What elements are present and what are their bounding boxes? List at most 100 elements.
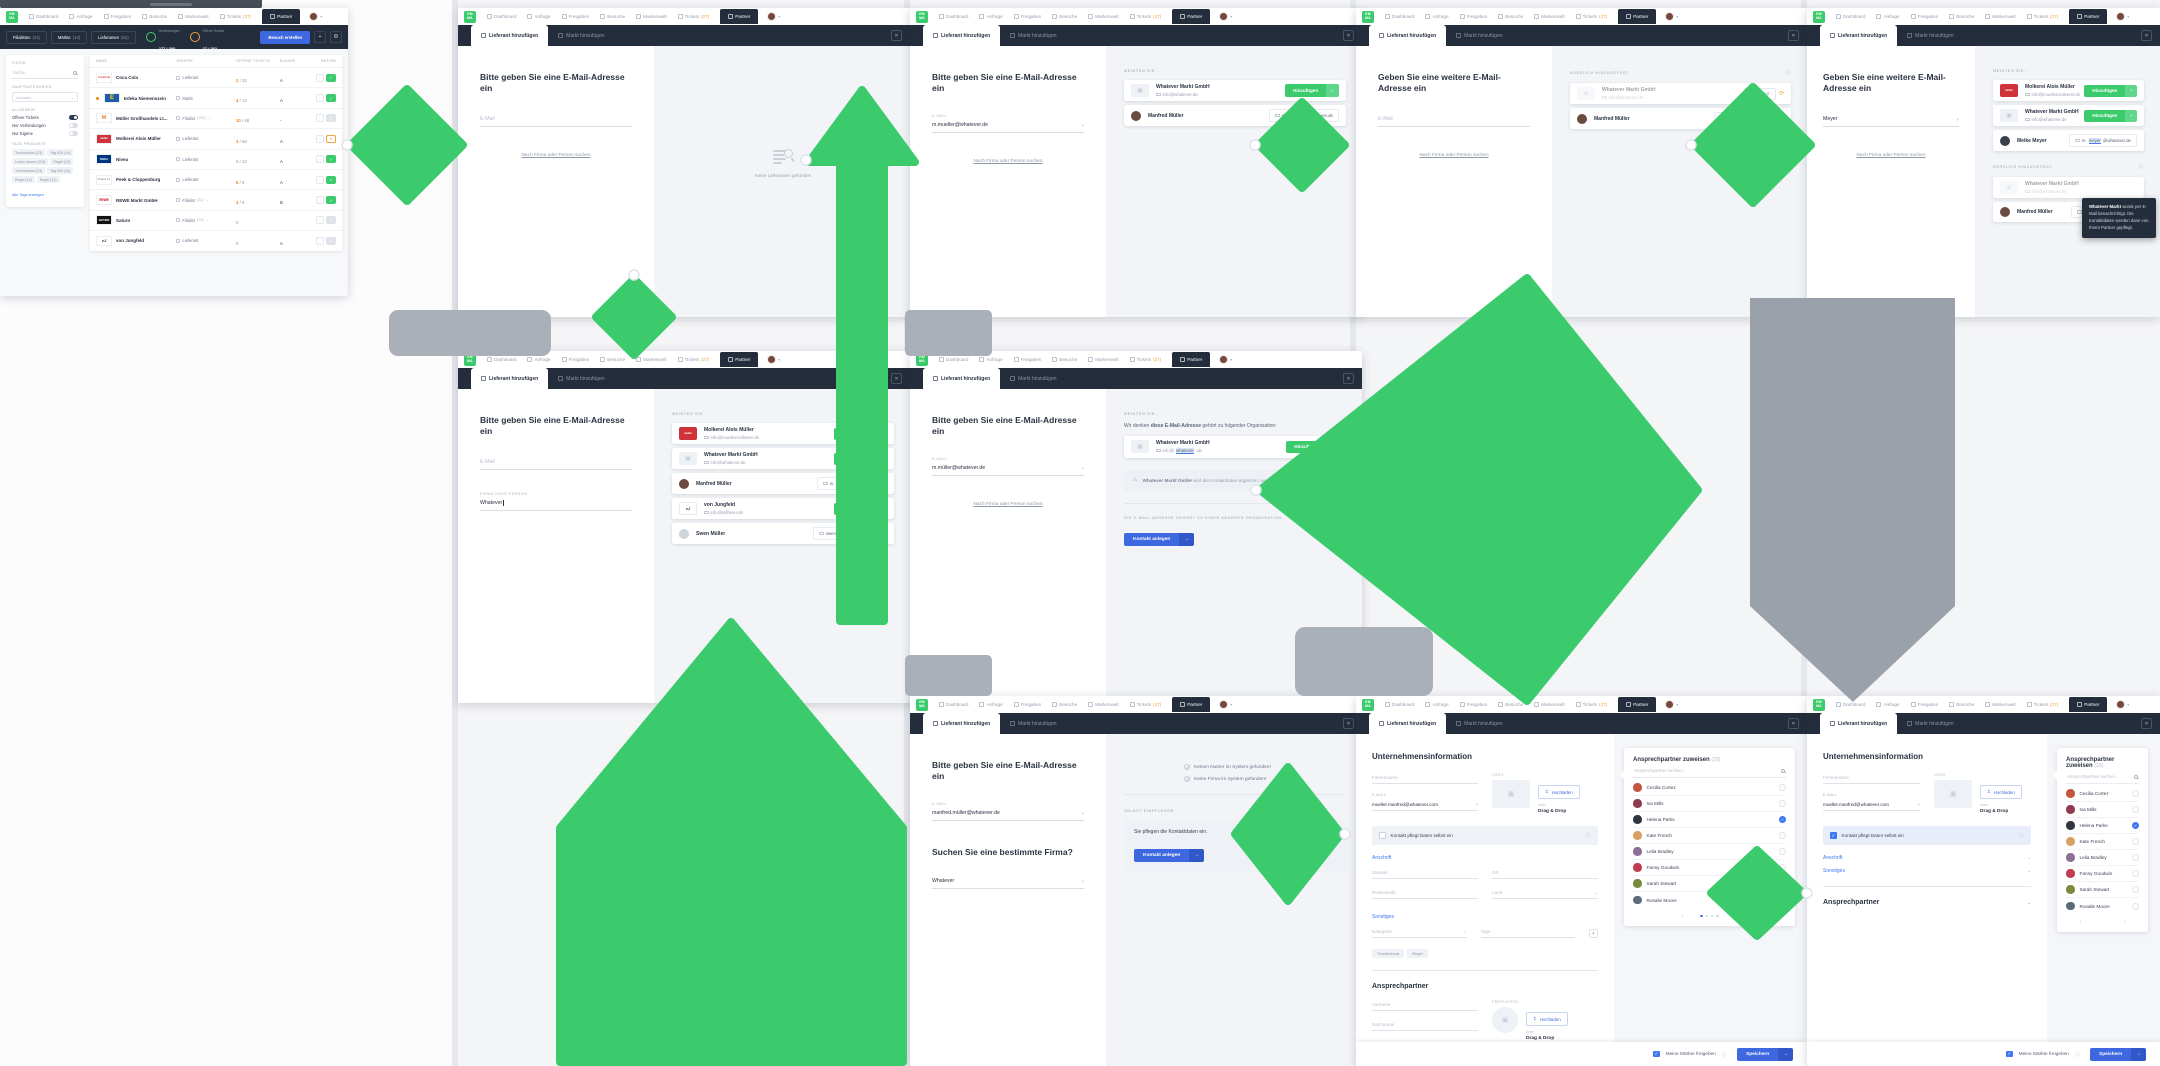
nav-item[interactable]: Dashboard bbox=[1836, 702, 1865, 707]
contact-row[interactable]: Cecilia Cortez bbox=[2066, 786, 2139, 802]
nav-item[interactable]: Markenwelt bbox=[1088, 357, 1119, 362]
tab[interactable]: Lieferant hinzufügen bbox=[1369, 713, 1447, 734]
chat-icon[interactable]: ··· bbox=[316, 114, 324, 123]
tags-input[interactable]: Tags bbox=[1480, 927, 1575, 938]
table-row[interactable]: NIVEA Nivea Lieferant 0 / 23 A bbox=[90, 148, 342, 169]
add-partner-button[interactable]: Hinzufügen+ bbox=[1286, 440, 1339, 453]
contact-email[interactable]: info@whatever.de bbox=[1156, 447, 1210, 454]
tag-chip[interactable]: Lorem Ipsum (124) bbox=[12, 158, 49, 165]
chevron-down-icon[interactable]: ⌄ bbox=[205, 218, 209, 223]
nav-item[interactable]: Freigaben bbox=[1459, 14, 1487, 19]
upload-button[interactable]: ↥ Hochladen bbox=[1538, 785, 1580, 799]
add-partner-button[interactable]: Hinzufügen+ bbox=[834, 452, 887, 465]
suggestion-card[interactable]: müller Molkerei Alois Müller info@muelle… bbox=[672, 423, 894, 444]
nav-item[interactable]: Anfrage bbox=[979, 14, 1003, 19]
nav-item[interactable]: Markenwelt bbox=[1088, 702, 1119, 707]
connection-badge[interactable]: ✓ bbox=[326, 94, 336, 103]
share-markets-checkbox[interactable]: ✓ bbox=[2006, 1050, 2013, 1058]
info-icon[interactable]: ⓘ bbox=[2018, 833, 2024, 839]
create-contact-button[interactable]: Kontakt anlegen→ bbox=[1124, 533, 1195, 547]
nav-item[interactable]: Tickets (27) bbox=[677, 14, 709, 19]
nav-item[interactable]: Partner bbox=[2069, 697, 2108, 712]
nav-item[interactable]: Freigaben bbox=[103, 14, 131, 19]
clear-icon[interactable]: × bbox=[1956, 116, 1959, 122]
add-button-segment[interactable]: + bbox=[875, 502, 887, 515]
close-icon[interactable]: ✕ bbox=[2141, 30, 2152, 41]
select-radio[interactable] bbox=[2132, 790, 2139, 797]
search-firm-person-link[interactable]: Nach Firma oder Person suchen bbox=[1856, 153, 1926, 159]
nav-item[interactable]: Besuche bbox=[1052, 14, 1077, 19]
close-icon[interactable]: ✕ bbox=[891, 373, 902, 384]
zip-input[interactable]: Postleitzahl bbox=[1372, 888, 1478, 899]
select-radio[interactable] bbox=[1779, 848, 1786, 855]
nav-item[interactable]: Anfrage bbox=[1425, 14, 1449, 19]
select-radio[interactable] bbox=[1779, 784, 1786, 791]
upload-button[interactable]: ↥ Hochladen bbox=[1526, 1012, 1568, 1026]
chat-icon[interactable]: ··· bbox=[316, 216, 324, 225]
nav-item[interactable]: Freigaben bbox=[1459, 702, 1487, 707]
suggestion-card[interactable]: Swen Müller swen.mueller@stilfaser.de bbox=[672, 523, 894, 544]
tab[interactable]: Lieferant hinzufügen bbox=[923, 368, 1001, 389]
nav-item[interactable]: Freigaben bbox=[1013, 702, 1041, 707]
suggestion-card[interactable]: Manfred Müller m.mueller@whatever.de bbox=[1570, 108, 1791, 129]
tab[interactable]: Lieferant hinzufügen bbox=[923, 713, 1001, 734]
create-visit-button[interactable]: Besuch erstellen bbox=[260, 30, 310, 44]
close-icon[interactable]: ✕ bbox=[1788, 30, 1799, 41]
add-button-segment[interactable]: + bbox=[875, 452, 887, 465]
contact-person-heading[interactable]: Ansprechpartner⌄ bbox=[1823, 899, 2031, 906]
table-row[interactable]: vJ von Jungfeld Lieferant 0 A bbox=[90, 230, 342, 250]
nav-item[interactable]: Besuche bbox=[1052, 702, 1077, 707]
table-row[interactable]: Peek & Cl. Peek & Cloppenburg Lieferant … bbox=[90, 168, 342, 189]
emma-logo[interactable]: emma bbox=[1362, 698, 1374, 711]
nav-item[interactable]: Partner bbox=[720, 352, 759, 367]
firm-search-input[interactable]: Whatever bbox=[480, 498, 632, 512]
contact-row[interactable]: Fanny Goodwin bbox=[1633, 860, 1786, 876]
contact-email[interactable]: info@whatever.de bbox=[2025, 117, 2077, 122]
emma-logo[interactable]: emma bbox=[464, 10, 476, 23]
chat-icon[interactable]: ··· bbox=[316, 236, 324, 245]
company-email-input[interactable]: mueller.manfred@whatever.com× bbox=[1823, 800, 1920, 811]
contact-row[interactable]: Iva Mills bbox=[1633, 796, 1786, 812]
contact-search-input[interactable]: Ansprechpartner suchen... bbox=[2066, 769, 2139, 784]
save-button[interactable]: Speichern→ bbox=[1737, 1047, 1793, 1061]
nav-item[interactable]: Markenwelt bbox=[1534, 702, 1565, 707]
nav-item[interactable]: Freigaben bbox=[1910, 14, 1938, 19]
nav-item[interactable]: Markenwelt bbox=[636, 357, 667, 362]
nav-item[interactable]: Tickets (27) bbox=[1575, 702, 1607, 707]
chat-icon[interactable]: ··· bbox=[316, 94, 324, 103]
contact-email[interactable]: m.mueller@whatever.de bbox=[1269, 109, 1339, 122]
chevron-down-icon[interactable]: ▾ bbox=[1676, 702, 1679, 707]
contact-row[interactable]: Helena Parks ✓ bbox=[1633, 812, 1786, 828]
nav-item[interactable]: Tickets (27) bbox=[677, 357, 709, 362]
nav-item[interactable]: Freigaben bbox=[1910, 702, 1938, 707]
firm-search-input[interactable]: Whatever× bbox=[932, 876, 1084, 890]
chevron-down-icon[interactable]: ⌄ bbox=[207, 116, 211, 121]
logo-placeholder[interactable]: ▣ bbox=[1492, 780, 1530, 808]
chevron-down-icon[interactable]: ⌄ bbox=[205, 198, 209, 203]
category-select[interactable]: Auswahl...⌄ bbox=[12, 92, 78, 102]
first-name-input[interactable]: Vorname bbox=[1372, 1000, 1478, 1011]
nav-item[interactable]: Dashboard bbox=[487, 357, 516, 362]
nav-item[interactable]: Markenwelt bbox=[1985, 702, 2016, 707]
table-row[interactable]: müller Molkerei Alois Müller Lieferant 3… bbox=[90, 128, 342, 148]
email-input[interactable]: m.müller@whatever.de× bbox=[932, 463, 1084, 477]
tab[interactable]: Markt hinzufügen bbox=[548, 25, 614, 46]
nav-item[interactable]: Besuche bbox=[1949, 702, 1974, 707]
connection-badge[interactable]: ✓ bbox=[326, 236, 336, 245]
add-button-segment[interactable]: + bbox=[2125, 109, 2137, 122]
company-name-input[interactable]: Firmenname bbox=[1372, 773, 1478, 784]
partner-type-filter[interactable]: Lieferanten(52) bbox=[91, 30, 136, 44]
section-anschrift[interactable]: Anschrift⌄ bbox=[1823, 855, 2031, 861]
add-partner-button[interactable]: Hinzufügen✓ bbox=[1285, 84, 1339, 97]
close-icon[interactable]: ✕ bbox=[891, 30, 902, 41]
search-firm-person-link[interactable]: Nach Firma oder Person suchen bbox=[973, 159, 1043, 165]
nav-item[interactable]: Partner bbox=[262, 9, 301, 24]
tag-chip[interactable]: Tag #23 (14) bbox=[47, 149, 74, 156]
close-icon[interactable]: ✕ bbox=[1343, 30, 1354, 41]
nav-item[interactable]: Anfrage bbox=[527, 357, 551, 362]
last-name-input[interactable]: Nachname bbox=[1372, 1020, 1478, 1031]
partner-type-filter[interactable]: Filialisten(24) bbox=[6, 30, 47, 44]
contact-email[interactable]: info@whatever.de bbox=[704, 460, 758, 465]
chevron-down-icon[interactable]: ▾ bbox=[778, 357, 781, 362]
nav-item[interactable]: Anfrage bbox=[1876, 702, 1900, 707]
